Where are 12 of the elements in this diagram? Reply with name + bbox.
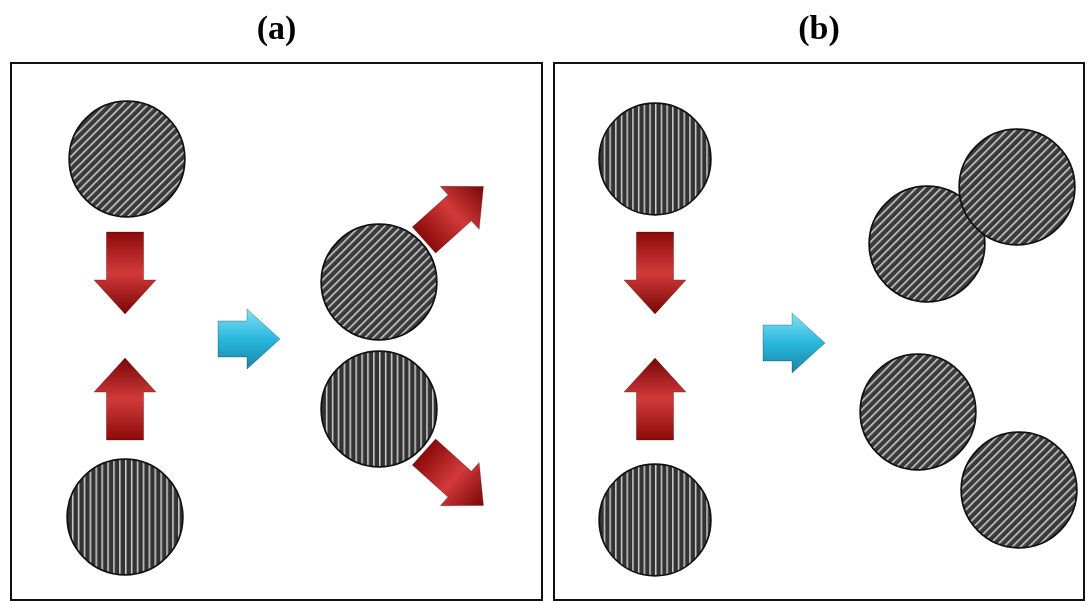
hatched-circle <box>598 102 712 216</box>
panel-heading: (b) <box>798 8 840 48</box>
hatched-circle <box>68 100 186 218</box>
hatched-circle <box>66 458 184 576</box>
hatched-circle <box>320 223 438 341</box>
hatched-circle <box>958 128 1076 246</box>
hatched-circle <box>859 353 977 471</box>
panel-heading: (a) <box>256 8 297 48</box>
hatched-circle <box>868 185 986 303</box>
hatched-circle <box>320 350 438 468</box>
hatched-circle <box>598 463 712 577</box>
hatched-circle <box>960 431 1078 549</box>
